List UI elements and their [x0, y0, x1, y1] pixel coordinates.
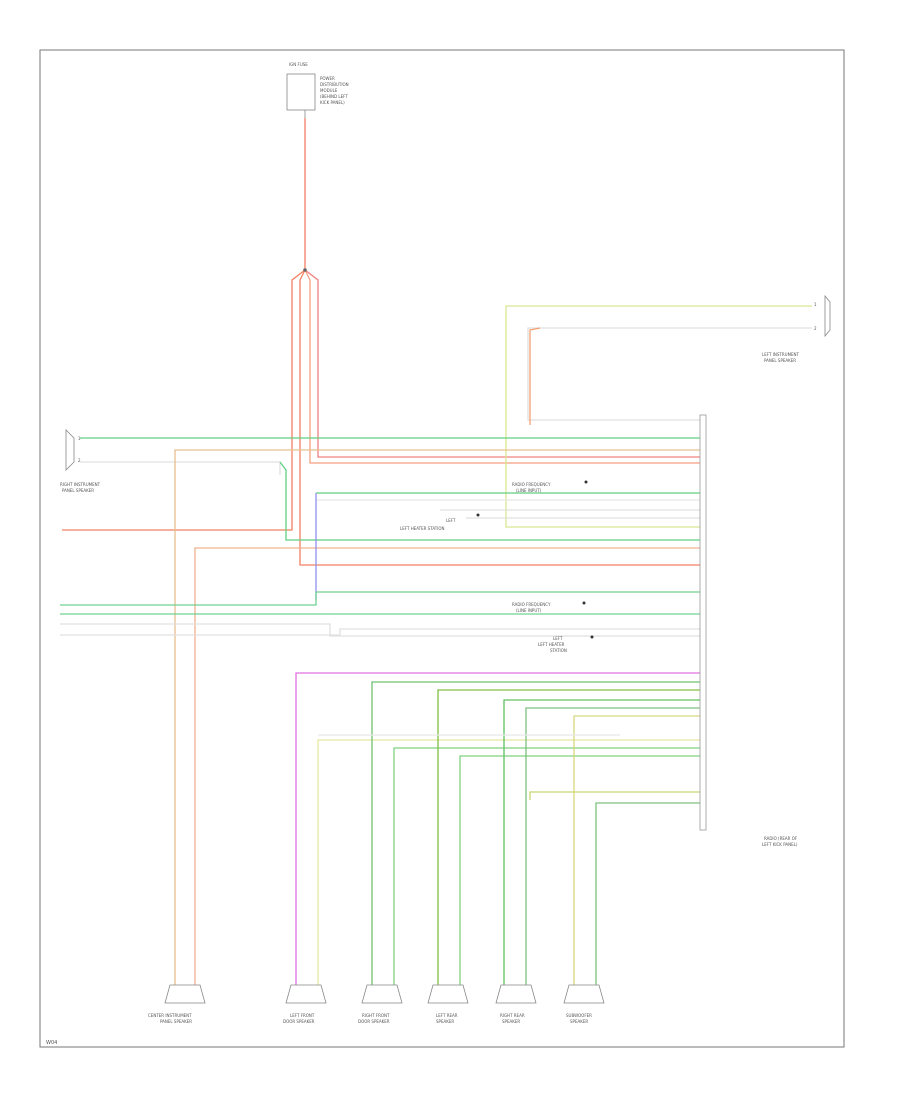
- wire-sub-2: [595, 802, 700, 985]
- speaker-center: CENTER INSTRUMENT PANEL SPEAKER: [148, 984, 206, 1024]
- svg-text:SPEAKER: SPEAKER: [570, 1019, 588, 1024]
- top-right-speaker: 1 2 LEFT INSTRUMENT PANEL SPEAKER: [762, 294, 831, 363]
- svg-text:SPEAKER: SPEAKER: [436, 1019, 454, 1024]
- svg-text:CENTER INSTRUMENT: CENTER INSTRUMENT: [148, 1013, 192, 1018]
- wire-input-4: [60, 628, 700, 636]
- svg-text:LEFT: LEFT: [553, 636, 563, 641]
- wire-orange-drop: [529, 327, 541, 425]
- fuse-label-5: KICK PANEL): [320, 100, 345, 105]
- left-ip-speaker-pin-2: 2: [78, 458, 81, 463]
- fuse-label-3: MODULE: [320, 88, 338, 93]
- svg-text:RIGHT REAR: RIGHT REAR: [500, 1013, 525, 1018]
- fuse-label-2: DISTRIBUTION: [320, 82, 349, 87]
- note-1: RADIO FREQUENCY (LINE INPUT): [512, 480, 588, 493]
- top-right-speaker-label-2: PANEL SPEAKER: [764, 358, 796, 363]
- fuse-label-1: POWER: [320, 76, 335, 81]
- wire-left-ip-speaker-1: [505, 305, 812, 528]
- svg-text:(LINE INPUT): (LINE INPUT): [516, 608, 542, 613]
- top-right-speaker-label-1: LEFT INSTRUMENT: [762, 352, 800, 357]
- speaker-subwoofer: SUBWOOFER SPEAKER: [563, 984, 605, 1024]
- left-ip-speaker-label-2: PANEL SPEAKER: [62, 488, 94, 493]
- footer-code: W04: [46, 1040, 57, 1046]
- feed-wire: [62, 118, 700, 566]
- speaker-left-front-door: LEFT FRONT DOOR SPEAKER: [283, 984, 327, 1024]
- svg-text:DOOR SPEAKER: DOOR SPEAKER: [283, 1019, 315, 1024]
- svg-text:STATION: STATION: [550, 648, 567, 653]
- radio-connector: RADIO (REAR OF LEFT KICK PANEL): [699, 414, 798, 847]
- wire-lr-2: [459, 755, 700, 985]
- wire-lf-door-1: [295, 672, 700, 985]
- wire-left-ip-speaker-2: [527, 327, 812, 421]
- fuse-label-4: (BEHIND LEFT: [320, 94, 348, 99]
- radio-connector-label-1: RADIO (REAR OF: [764, 836, 798, 841]
- wire-rr-2: [525, 707, 700, 985]
- wire-sub-1: [573, 715, 700, 985]
- svg-text:PANEL SPEAKER: PANEL SPEAKER: [160, 1019, 192, 1024]
- svg-text:SPEAKER: SPEAKER: [502, 1019, 520, 1024]
- wire-input-1: [60, 591, 700, 606]
- wire-right-ip-speaker-2: [80, 461, 281, 475]
- wire-input-3: [60, 623, 700, 637]
- wire-rr-1: [503, 699, 700, 985]
- speaker-right-rear: RIGHT REAR SPEAKER: [495, 984, 537, 1024]
- top-right-speaker-pin-1: 1: [814, 302, 817, 307]
- wire-lf-door-2: [317, 739, 700, 985]
- note-4: LEFT LEFT HEATER STATION: [538, 635, 594, 653]
- svg-text:LEFT FRONT: LEFT FRONT: [290, 1013, 315, 1018]
- wire-center-speaker-b: [194, 547, 700, 985]
- svg-text:(LINE INPUT): (LINE INPUT): [516, 488, 542, 493]
- wire-rf-door-1: [371, 681, 700, 985]
- svg-text:SUBWOOFER: SUBWOOFER: [566, 1013, 592, 1018]
- left-ip-speaker-label-1: RIGHT INSTRUMENT: [60, 482, 101, 487]
- svg-text:LEFT REAR: LEFT REAR: [436, 1013, 458, 1018]
- wire-sub-2a: [529, 791, 700, 800]
- svg-text:DOOR SPEAKER: DOOR SPEAKER: [358, 1019, 390, 1024]
- speaker-right-front-door: RIGHT FRONT DOOR SPEAKER: [358, 984, 403, 1024]
- left-ip-speaker-pin-1: 1: [78, 436, 81, 441]
- radio-connector-label-2: LEFT KICK PANEL): [762, 842, 798, 847]
- note-3: RADIO FREQUENCY (LINE INPUT): [512, 601, 586, 613]
- top-right-speaker-pin-2: 2: [814, 326, 817, 331]
- svg-text:RIGHT FRONT: RIGHT FRONT: [362, 1013, 390, 1018]
- wire-right-ip-speaker-2b: [279, 461, 700, 541]
- fuse-title: IGN FUSE: [289, 62, 308, 67]
- speaker-left-rear: LEFT REAR SPEAKER: [427, 984, 469, 1024]
- diagram-border: [39, 49, 845, 1048]
- note-2: LEFT LEFT HEATER STATION: [400, 513, 480, 531]
- svg-text:LEFT HEATER: LEFT HEATER: [538, 642, 565, 647]
- left-ip-speaker: 1 2 RIGHT INSTRUMENT PANEL SPEAKER: [60, 429, 101, 493]
- svg-text:RADIO FREQUENCY: RADIO FREQUENCY: [512, 602, 551, 607]
- svg-text:RADIO FREQUENCY: RADIO FREQUENCY: [512, 482, 551, 487]
- wire-center-speaker-a: [174, 449, 700, 985]
- fuse-block: IGN FUSE POWER DISTRIBUTION MODULE (BEHI…: [286, 62, 349, 118]
- wire-lr-1: [437, 689, 700, 985]
- wire-rf-door-2: [393, 747, 700, 985]
- svg-text:LEFT HEATER STATION: LEFT HEATER STATION: [400, 526, 445, 531]
- svg-text:LEFT: LEFT: [446, 518, 456, 523]
